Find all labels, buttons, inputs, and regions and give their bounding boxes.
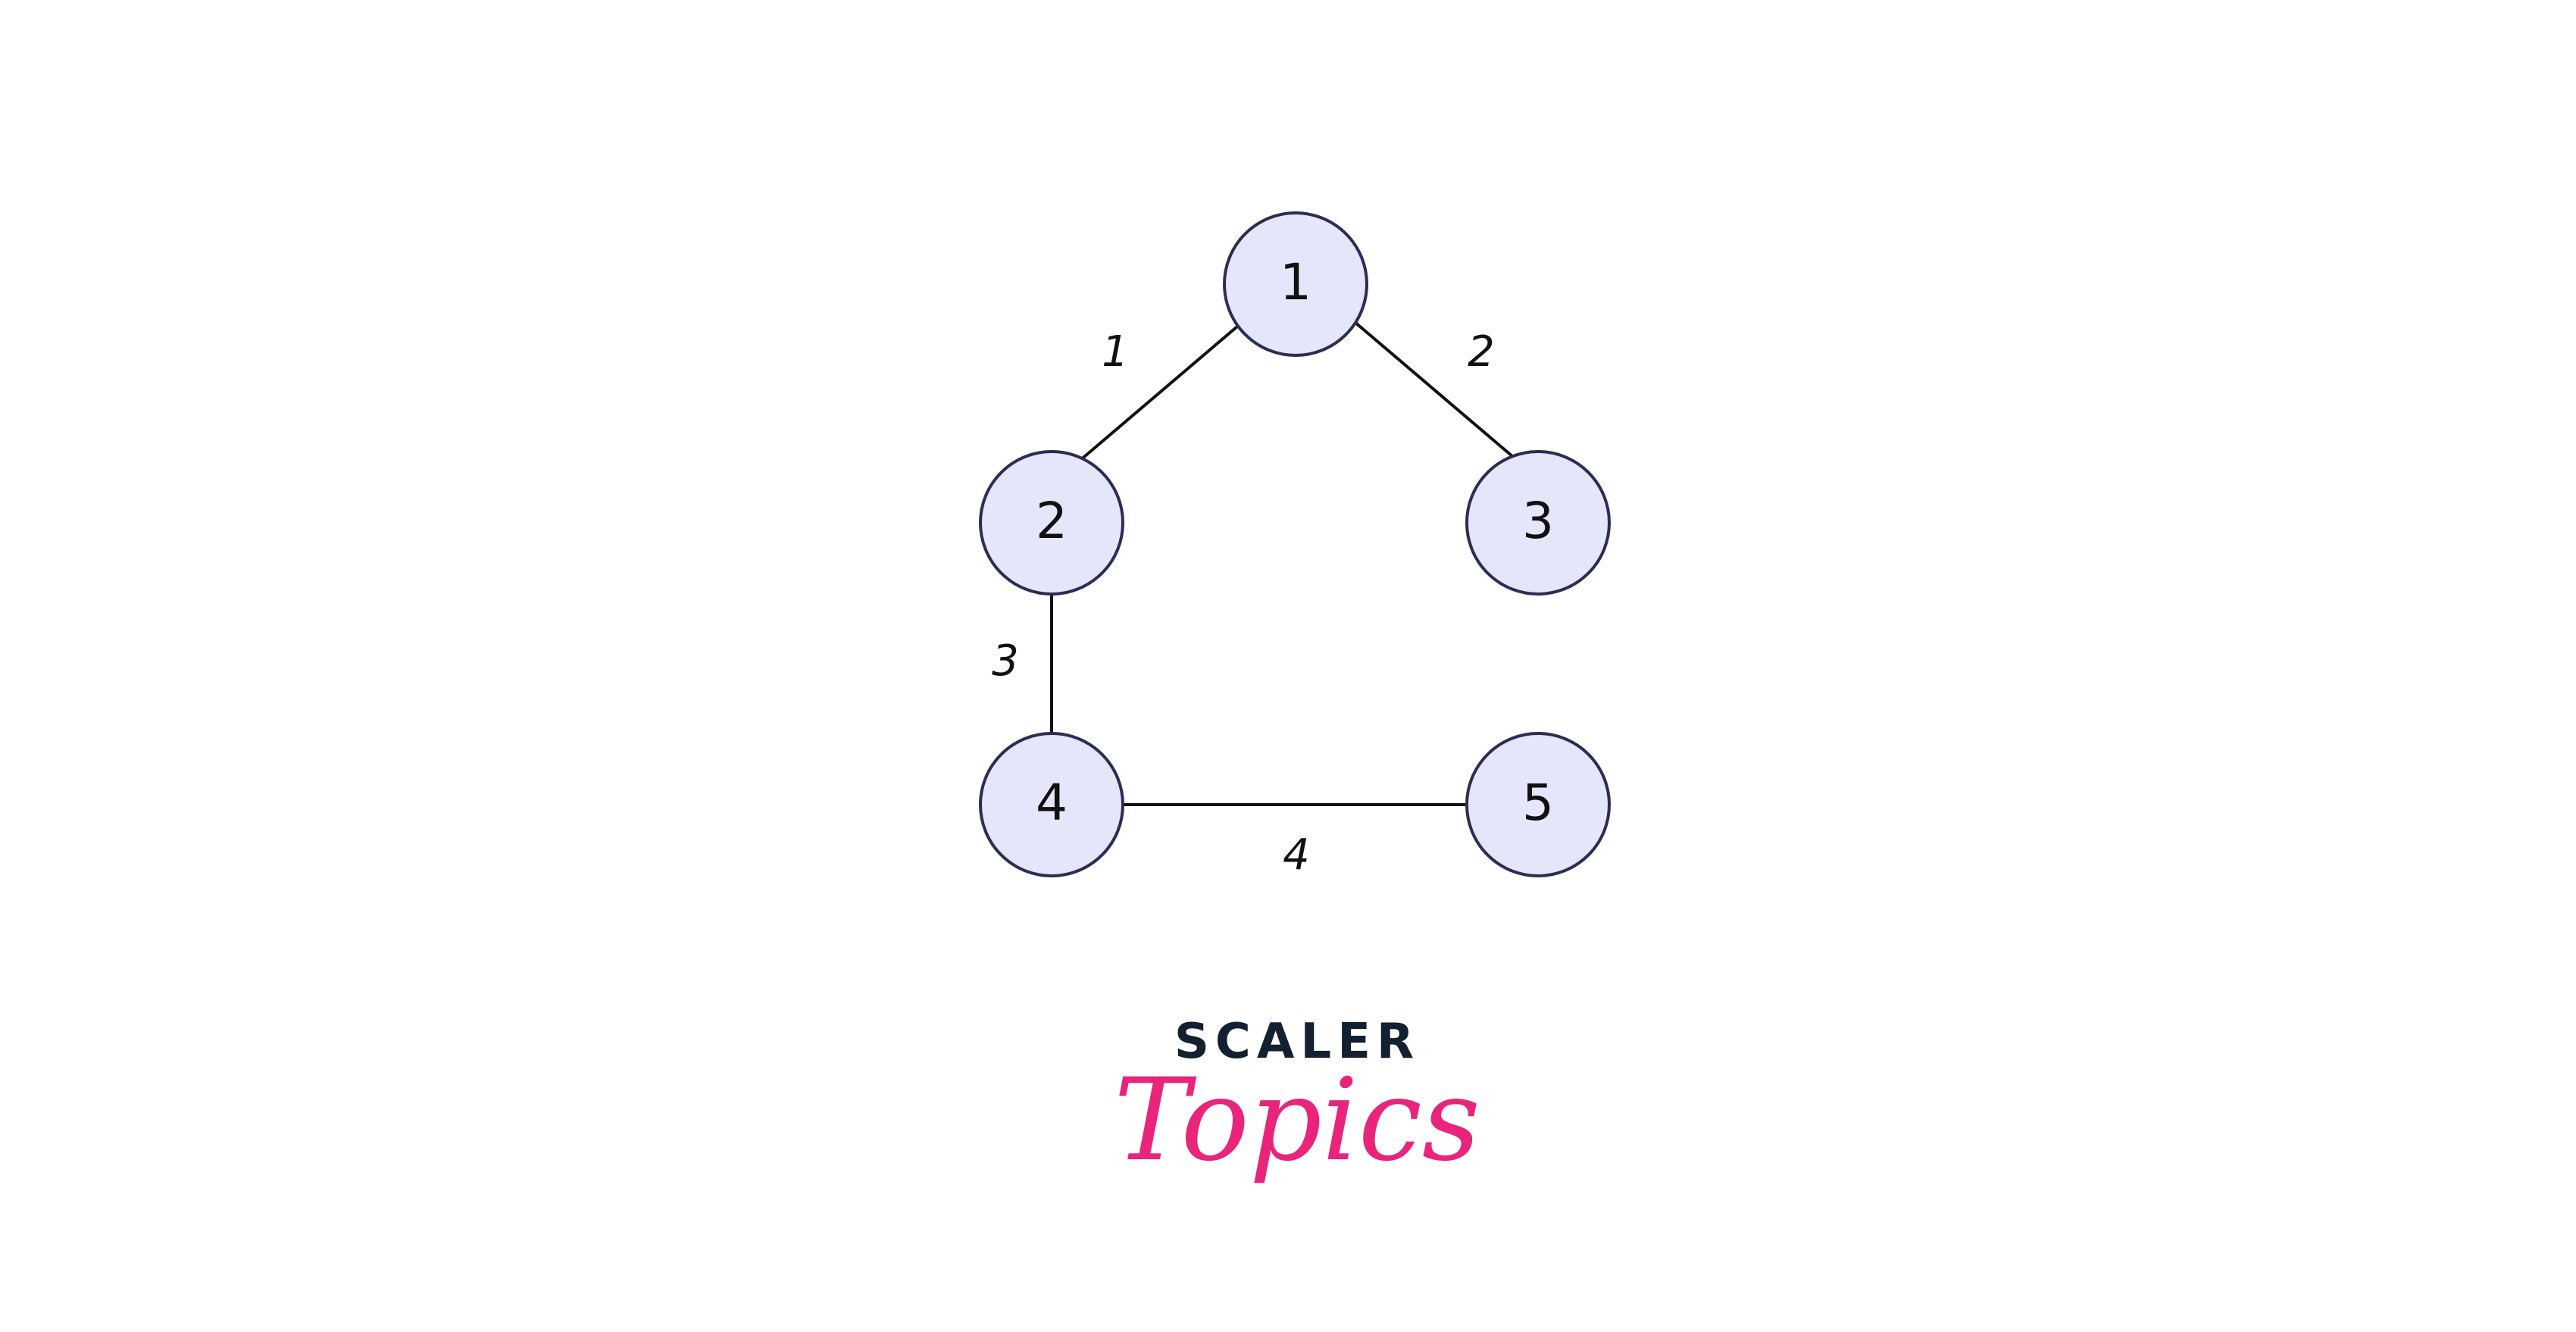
node-circle <box>1465 732 1611 877</box>
node-circle <box>1223 211 1368 357</box>
node-label: 5 <box>1522 774 1554 832</box>
logo-product-text: Topics <box>1114 1055 1480 1187</box>
node-circle <box>979 732 1124 877</box>
graph-node: 4 <box>979 732 1124 877</box>
node-label: 4 <box>1036 774 1068 832</box>
graph-node: 1 <box>1223 211 1368 357</box>
logo-brand-text: SCALER <box>1174 1014 1420 1070</box>
graph-node: 3 <box>1465 450 1611 596</box>
graph-node: 2 <box>979 450 1124 596</box>
edge-weight-1-3: 2 <box>1468 327 1495 377</box>
node-label: 1 <box>1280 253 1311 311</box>
node-circle <box>979 450 1124 596</box>
scaler-topics-logo: SCALER Topics <box>1114 1014 1480 1187</box>
nodes: 1 2 3 4 5 <box>979 211 1611 877</box>
edge-weight-2-4: 3 <box>992 636 1019 686</box>
node-circle <box>1465 450 1611 596</box>
graph-node: 5 <box>1465 732 1611 877</box>
edge-weight-1-2: 1 <box>1102 327 1129 377</box>
node-label: 3 <box>1522 492 1554 550</box>
edges <box>1050 320 1519 806</box>
node-label: 2 <box>1036 492 1068 550</box>
edge-labels: 1 2 3 4 <box>992 327 1495 880</box>
edge-1-3 <box>1353 320 1519 462</box>
edge-1-2 <box>1078 320 1244 462</box>
edge-weight-4-5: 4 <box>1283 830 1310 880</box>
